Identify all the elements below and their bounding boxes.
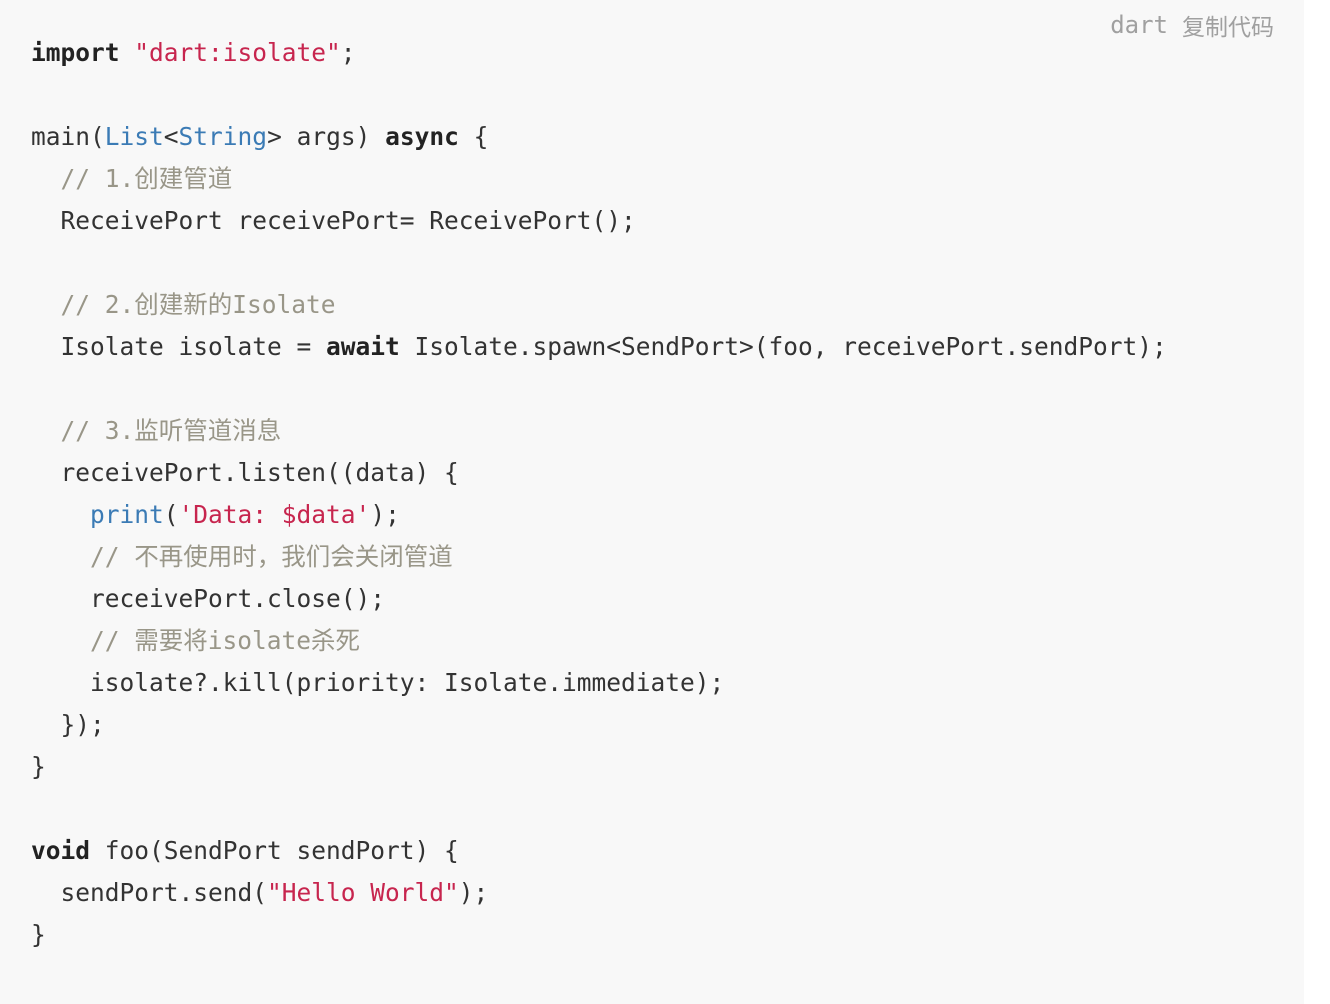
code-line: void foo(SendPort sendPort) { — [31, 836, 459, 865]
copy-code-button[interactable]: 复制代码 — [1182, 15, 1274, 41]
code-line: } — [31, 752, 46, 781]
code-line: }); — [31, 710, 105, 739]
code-line: isolate?.kill(priority: Isolate.immediat… — [31, 668, 725, 697]
code-line: print('Data: $data'); — [90, 500, 400, 529]
code-line-blank — [31, 74, 1304, 116]
code-line: ReceivePort receivePort= ReceivePort(); — [31, 206, 636, 235]
code-comment: // 不再使用时，我们会关闭管道 — [90, 542, 453, 571]
code-line: Isolate isolate = await Isolate.spawn<Se… — [31, 332, 1167, 361]
code-line-blank — [31, 368, 1304, 410]
language-label: dart — [1110, 11, 1168, 39]
code-line: import "dart:isolate"; — [31, 38, 356, 67]
code-block-header: dart 复制代码 — [1110, 8, 1274, 42]
code-content: import "dart:isolate"; main(List<String> … — [31, 32, 1304, 956]
code-comment: // 3.监听管道消息 — [60, 416, 282, 445]
code-line: receivePort.listen((data) { — [31, 458, 459, 487]
code-comment: // 2.创建新的Isolate — [60, 290, 336, 319]
code-line-blank — [31, 242, 1304, 284]
code-line: sendPort.send("Hello World"); — [31, 878, 489, 907]
code-comment: // 1.创建管道 — [60, 164, 233, 193]
code-line: } — [31, 920, 46, 949]
code-comment: // 需要将isolate杀死 — [90, 626, 361, 655]
code-line: receivePort.close(); — [31, 584, 386, 613]
code-line-blank — [31, 788, 1304, 830]
code-line: main(List<String> args) async { — [31, 122, 489, 151]
